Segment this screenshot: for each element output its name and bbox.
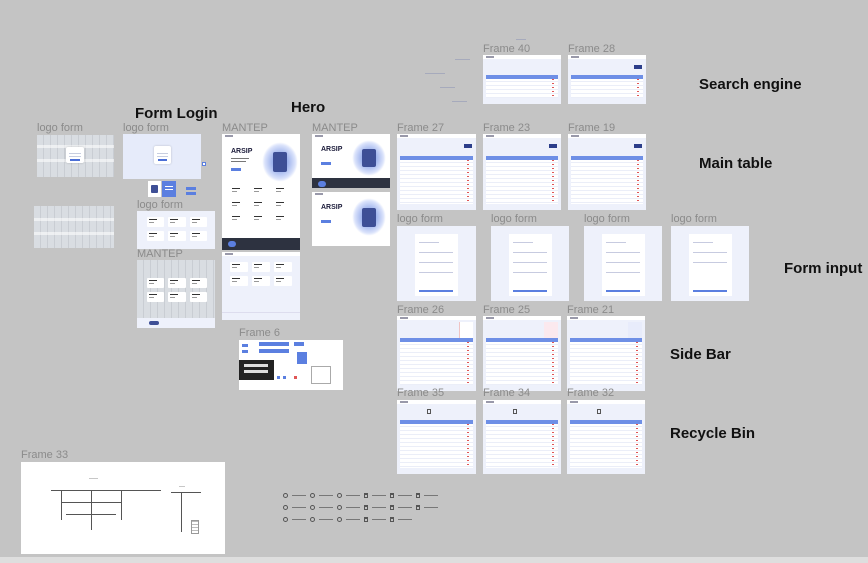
frame-label: Frame 27: [397, 122, 445, 134]
annotation-text: ——————: [452, 100, 467, 103]
component-button: [186, 192, 196, 195]
frame-label: Frame 33: [21, 449, 69, 461]
trash-icon: [416, 493, 420, 498]
login-background-frame[interactable]: [34, 206, 114, 248]
search-table-frame[interactable]: [568, 55, 646, 104]
hero-illustration: [352, 198, 386, 236]
flow-diagram-frame[interactable]: ——— ——: [21, 462, 225, 554]
hero-illustration: [262, 142, 298, 182]
restore-icon: [337, 517, 342, 522]
mantep-frame[interactable]: [137, 260, 215, 328]
icon-set-row: [283, 493, 438, 498]
form-input-frame[interactable]: [491, 226, 569, 301]
components-frame[interactable]: [239, 340, 343, 390]
annotation-text: ————: [516, 38, 526, 41]
frame-label: Frame 34: [483, 387, 531, 399]
component-button: [186, 187, 196, 190]
frame-label: Frame 40: [483, 43, 531, 55]
component-card: [162, 181, 176, 197]
sidebar-table-frame[interactable]: [567, 316, 645, 391]
search-icon: [283, 493, 288, 498]
frame-label: Frame 28: [568, 43, 616, 55]
restore-icon: [283, 517, 288, 522]
section-main-table: Main table: [699, 155, 773, 172]
login-frame-light[interactable]: [123, 134, 201, 179]
hero-title: ARSIP: [321, 204, 343, 211]
section-hero: Hero: [291, 99, 326, 116]
hero-title: ARSIP: [321, 146, 343, 153]
trash-icon: [416, 505, 420, 510]
trash-icon: [364, 505, 368, 510]
connector-icon: [202, 162, 206, 166]
main-table-frame[interactable]: [568, 134, 646, 210]
section-search-engine: Search engine: [699, 76, 802, 93]
form-input-frame[interactable]: [584, 226, 662, 301]
frame-label: logo form: [397, 213, 443, 225]
illustration-thumb: [148, 181, 161, 197]
form-input-frame[interactable]: [397, 226, 476, 301]
restore-icon: [310, 517, 315, 522]
hero-illustration: [352, 140, 386, 176]
frame-label: MANTEP: [222, 122, 268, 134]
search-table-frame[interactable]: [483, 55, 561, 104]
recycle-bin-frame[interactable]: [483, 400, 561, 474]
main-table-frame[interactable]: [483, 134, 561, 210]
search-icon: [337, 493, 342, 498]
trash-icon: [597, 409, 601, 414]
trash-icon: [390, 517, 394, 522]
dashboard-cards-frame[interactable]: [137, 211, 215, 249]
icon-set-row: [283, 505, 438, 510]
frame-label: logo form: [671, 213, 717, 225]
annotation-text: ——————: [455, 58, 470, 61]
trash-icon: [427, 409, 431, 414]
sidebar-table-frame[interactable]: [483, 316, 561, 391]
hero-cards-frame[interactable]: [222, 252, 300, 320]
recycle-bin-frame[interactable]: [567, 400, 645, 474]
restore-icon: [310, 505, 315, 510]
section-side-bar: Side Bar: [670, 346, 731, 363]
hero-title: ARSIP: [231, 148, 253, 155]
login-frame[interactable]: [37, 135, 114, 177]
frame-label: MANTEP: [137, 248, 183, 260]
trash-icon: [364, 517, 368, 522]
section-form-login: Form Login: [135, 105, 218, 122]
frame-label: Frame 35: [397, 387, 445, 399]
trash-icon: [364, 493, 368, 498]
frame-label: logo form: [137, 199, 183, 211]
trash-icon: [390, 493, 394, 498]
restore-icon: [337, 505, 342, 510]
section-recycle-bin: Recycle Bin: [670, 425, 756, 442]
frame-label: Frame 21: [567, 304, 615, 316]
trash-icon: [390, 505, 394, 510]
frame-label: logo form: [123, 122, 169, 134]
frame-label: logo form: [584, 213, 630, 225]
trash-icon: [513, 409, 517, 414]
form-input-frame[interactable]: [671, 226, 749, 301]
frame-label: MANTEP: [312, 122, 358, 134]
annotation-text: ——————: [440, 86, 455, 89]
hero-variant-frame[interactable]: ARSIP: [312, 192, 390, 246]
restore-icon: [283, 505, 288, 510]
hero-variant-frame[interactable]: ARSIP: [312, 134, 390, 188]
frame-label: Frame 26: [397, 304, 445, 316]
frame-label: logo form: [37, 122, 83, 134]
hero-landing-frame[interactable]: ARSIP: [222, 134, 300, 250]
search-icon: [310, 493, 315, 498]
frame-label: Frame 19: [568, 122, 616, 134]
section-form-input: Form input: [784, 260, 863, 277]
frame-label: Frame 6: [239, 327, 280, 339]
frame-label: Frame 32: [567, 387, 615, 399]
icon-set-row: [283, 517, 412, 522]
frame-label: Frame 23: [483, 122, 531, 134]
canvas-bottom-bar: [0, 557, 868, 563]
annotation-text: ————————: [425, 72, 445, 75]
main-table-frame[interactable]: [397, 134, 476, 210]
frame-label: Frame 25: [483, 304, 531, 316]
frame-label: logo form: [491, 213, 537, 225]
recycle-bin-frame[interactable]: [397, 400, 476, 474]
sidebar-table-frame[interactable]: [397, 316, 476, 391]
